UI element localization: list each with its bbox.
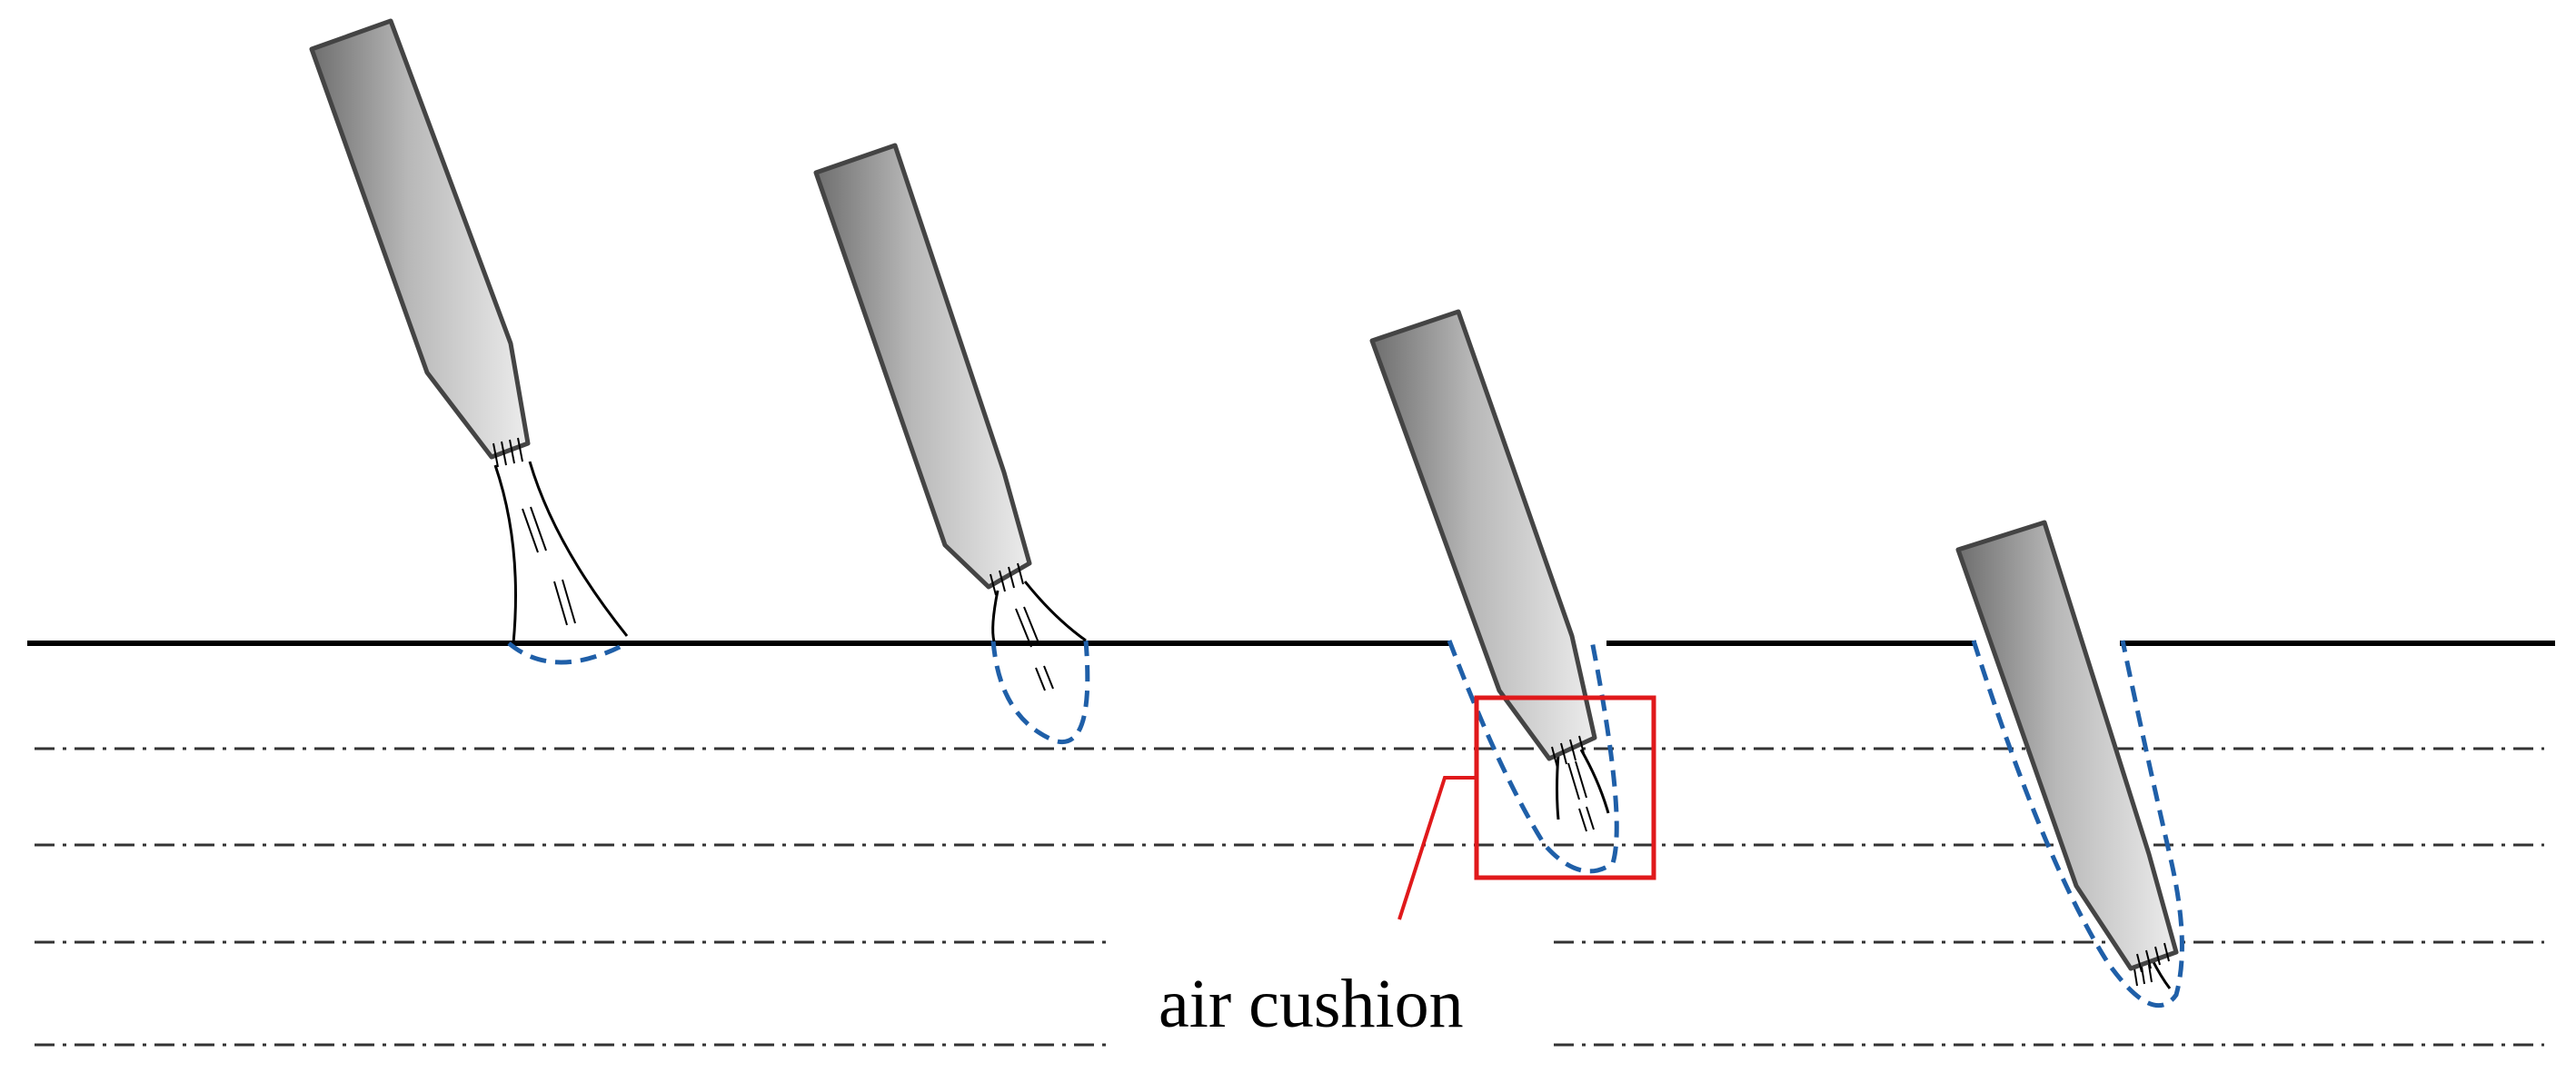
air-cushion-label: air cushion xyxy=(1159,966,1464,1042)
stage-4 xyxy=(1955,520,2184,1008)
air-cushion-callout xyxy=(1397,695,1656,920)
stage-1-nozzle xyxy=(309,18,531,468)
highlight-box xyxy=(1474,695,1656,880)
stage-3-jet xyxy=(1556,749,1610,832)
stage-1-jet xyxy=(493,461,629,644)
stage-2-jet xyxy=(991,581,1087,691)
depth-reference-lines xyxy=(35,747,2544,1047)
stage-4-nozzle xyxy=(1955,520,2179,973)
stage-2 xyxy=(813,143,1090,744)
stage-2-nozzle xyxy=(813,143,1032,596)
stage-3 xyxy=(1369,309,1619,874)
stage-2-cavity-outline xyxy=(990,640,1090,744)
stage-3-cavity-outline xyxy=(1447,640,1619,874)
stage-4-cavity-outline xyxy=(1971,640,2184,1008)
leader-line xyxy=(1397,776,1477,920)
stage-1 xyxy=(309,18,629,665)
stage-1-cavity-outline xyxy=(507,641,629,665)
stage-3-nozzle xyxy=(1369,309,1597,769)
